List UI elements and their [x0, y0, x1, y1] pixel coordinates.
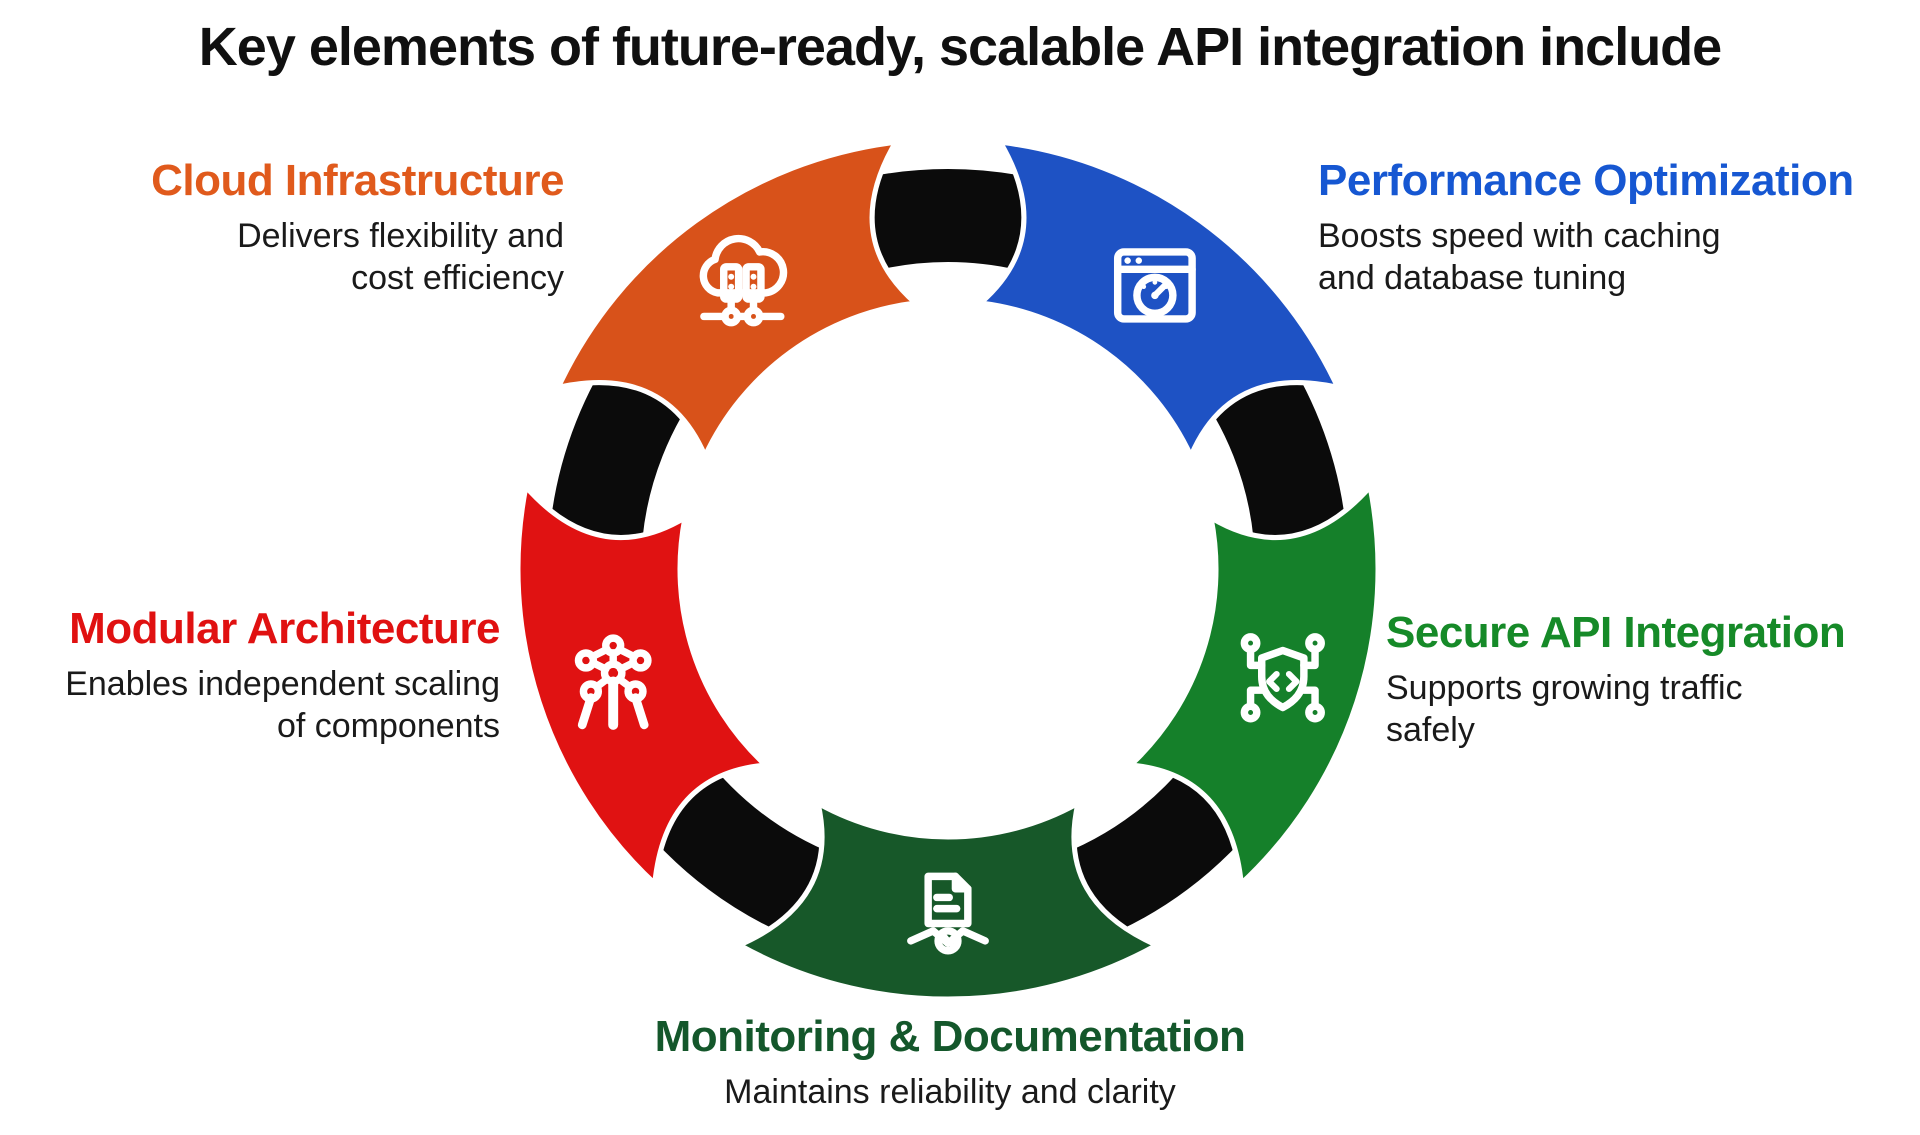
segment-description: Supports growing traffic safely: [1386, 669, 1743, 750]
segment-description: Maintains reliability and clarity: [724, 1073, 1176, 1112]
segment-title: Cloud Infrastructure: [151, 156, 564, 205]
segment-title: Secure API Integration: [1386, 608, 1846, 657]
atomium-icon: [578, 638, 647, 725]
diagram-title: Key elements of future-ready, scalable A…: [198, 17, 1722, 77]
callout-secure-api-integration: Secure API Integration Supports growing …: [1386, 608, 1906, 752]
segment-arc-monitoring-documentation: [733, 798, 1163, 1002]
segment-description: Boosts speed with caching and database t…: [1318, 217, 1721, 298]
segment-title: Performance Optimization: [1318, 156, 1854, 205]
segment-title: Monitoring & Documentation: [654, 1012, 1246, 1061]
callout-modular-architecture: Modular Architecture Enables independent…: [0, 604, 500, 748]
callout-monitoring-documentation: Monitoring & Documentation Maintains rel…: [350, 1012, 1550, 1113]
segment-arc-performance-optimization: [974, 139, 1343, 462]
segment-title: Modular Architecture: [69, 604, 500, 653]
segment-description: Delivers flexibility and cost efficiency: [237, 217, 564, 298]
segment-arc-secure-api-integration: [1125, 481, 1381, 889]
callout-cloud-infrastructure: Cloud Infrastructure Delivers flexibilit…: [40, 156, 564, 300]
segment-description: Enables independent scaling of component…: [65, 665, 500, 746]
callout-performance-optimization: Performance Optimization Boosts speed wi…: [1318, 156, 1918, 300]
